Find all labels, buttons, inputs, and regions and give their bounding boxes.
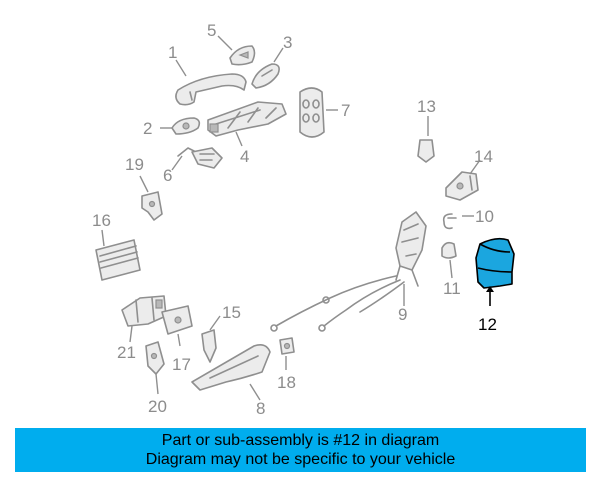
part-12-latch-cover <box>475 237 515 306</box>
callout-21: 21 <box>117 343 136 362</box>
banner-line-2: Diagram may not be specific to your vehi… <box>145 451 456 468</box>
part-20-check-strap <box>145 341 165 395</box>
part-5-handle-cover <box>217 35 256 66</box>
part-4-handle-carrier <box>207 101 287 147</box>
callout-20: 20 <box>148 397 167 416</box>
callout-9: 9 <box>398 305 407 324</box>
part-8-inside-handle <box>191 344 271 401</box>
part-10-clip <box>442 213 474 230</box>
part-3-handle-cap <box>251 47 284 89</box>
part-1-outside-handle <box>175 59 247 106</box>
callout-3: 3 <box>283 33 292 52</box>
part-14-striker <box>445 159 481 201</box>
part-19-bracket <box>139 175 163 221</box>
part-15-clip <box>201 315 221 363</box>
part-11-bushing <box>441 241 457 279</box>
callout-1: 1 <box>168 43 177 62</box>
part-13-lock-knob <box>417 116 435 163</box>
part-17-mounting-bracket <box>161 305 193 347</box>
callout-7: 7 <box>341 101 350 120</box>
callout-12: 12 <box>478 315 497 334</box>
callout-6: 6 <box>163 166 172 185</box>
callout-15: 15 <box>222 303 241 322</box>
callout-18: 18 <box>277 373 296 392</box>
info-banner: Part or sub-assembly is #12 in diagram D… <box>15 428 586 472</box>
part-7-key-fob <box>299 87 338 138</box>
part-6-lock-cylinder <box>171 147 223 171</box>
banner-line-1: Part or sub-assembly is #12 in diagram <box>161 432 440 449</box>
callout-17: 17 <box>172 355 191 374</box>
callout-16: 16 <box>92 211 111 230</box>
callout-2: 2 <box>143 119 152 138</box>
part-21-hinge <box>121 295 167 343</box>
part-9-door-latch <box>270 211 427 332</box>
part-2-escutcheon <box>160 117 201 135</box>
parts-diagram: 1 2 3 4 5 6 7 8 9 10 11 12 13 14 15 16 1… <box>92 21 515 418</box>
callout-14: 14 <box>474 147 493 166</box>
part-18-switch <box>279 337 295 370</box>
callout-13: 13 <box>417 97 436 116</box>
callout-11: 11 <box>443 279 461 298</box>
callout-10: 10 <box>475 207 494 226</box>
callout-5: 5 <box>207 21 216 40</box>
callout-4: 4 <box>240 147 249 166</box>
part-16-control-module <box>95 229 141 281</box>
callout-8: 8 <box>256 399 265 418</box>
callout-19: 19 <box>125 155 144 174</box>
